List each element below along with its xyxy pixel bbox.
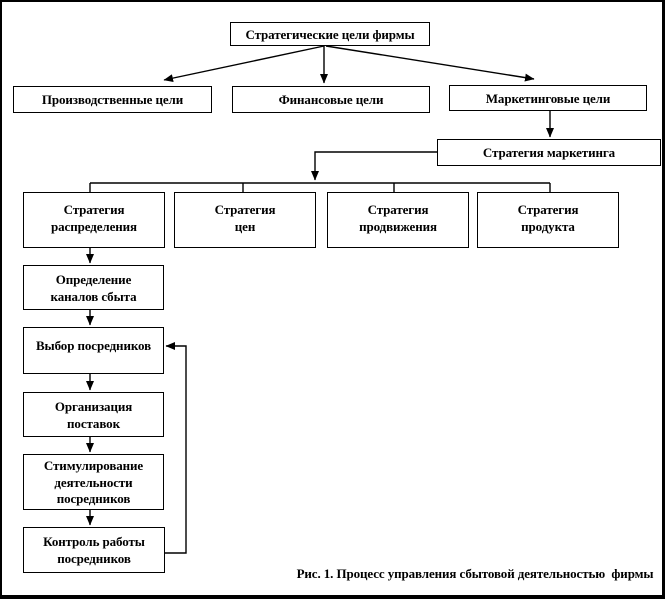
edge-feedback-control-to-choose [165, 342, 187, 554]
edge-strategic-to-marketing [325, 45, 535, 82]
edge-strategic-to-production [163, 45, 325, 83]
node-label: Стратегия [517, 202, 579, 217]
node-label: поставок [67, 416, 120, 431]
node-label: продвижения [359, 219, 437, 234]
node-label: посредников [57, 551, 131, 566]
node-product-strategy: Стратегия продукта [477, 192, 619, 248]
node-label: деятельности [54, 474, 133, 490]
node-label: Производственные цели [41, 92, 184, 107]
node-label: Контроль работы [43, 534, 145, 549]
node-label: каналов сбыта [50, 289, 137, 304]
node-financial-goals: Финансовые цели [232, 86, 430, 113]
node-label: продукта [521, 219, 575, 234]
node-label: Определение [55, 272, 132, 287]
figure-caption: Рис. 1. Процесс управления сбытовой деят… [296, 566, 654, 581]
node-label: Стимулирование [43, 458, 144, 473]
node-production-goals: Производственные цели [13, 86, 212, 113]
node-control-intermediaries: Контроль работы посредников [23, 527, 165, 573]
node-label: Стратегия [214, 202, 276, 217]
node-choose-intermediaries: Выбор посредников [23, 327, 164, 374]
node-label: распределения [51, 219, 137, 234]
node-label: Стратегические цели фирмы [245, 26, 415, 42]
node-marketing-goals: Маркетинговые цели [449, 85, 647, 111]
node-organize-supplies: Организация поставок [23, 392, 164, 437]
node-label: посредников [56, 491, 131, 506]
node-strategic-goals: Стратегические цели фирмы [230, 22, 430, 46]
node-label: Стратегия маркетинга [482, 145, 616, 160]
node-label: Финансовые цели [278, 92, 384, 107]
node-stimulate-intermediaries: Стимулирование деятельности посредников [23, 454, 164, 510]
node-label: Организация [54, 399, 133, 414]
node-define-channels: Определение каналов сбыта [23, 265, 164, 310]
node-distribution-strategy: Стратегия распределения [23, 192, 165, 248]
node-price-strategy: Стратегия цен [174, 192, 316, 248]
node-label: Маркетинговые цели [485, 90, 611, 106]
edge-strategy-to-bus [311, 151, 437, 181]
node-label: Стратегия [63, 202, 125, 217]
node-label: Стратегия [367, 202, 429, 217]
node-marketing-strategy: Стратегия маркетинга [437, 139, 661, 166]
node-promotion-strategy: Стратегия продвижения [327, 192, 469, 248]
node-label: цен [234, 219, 256, 234]
node-label: Выбор посредников [35, 338, 152, 353]
